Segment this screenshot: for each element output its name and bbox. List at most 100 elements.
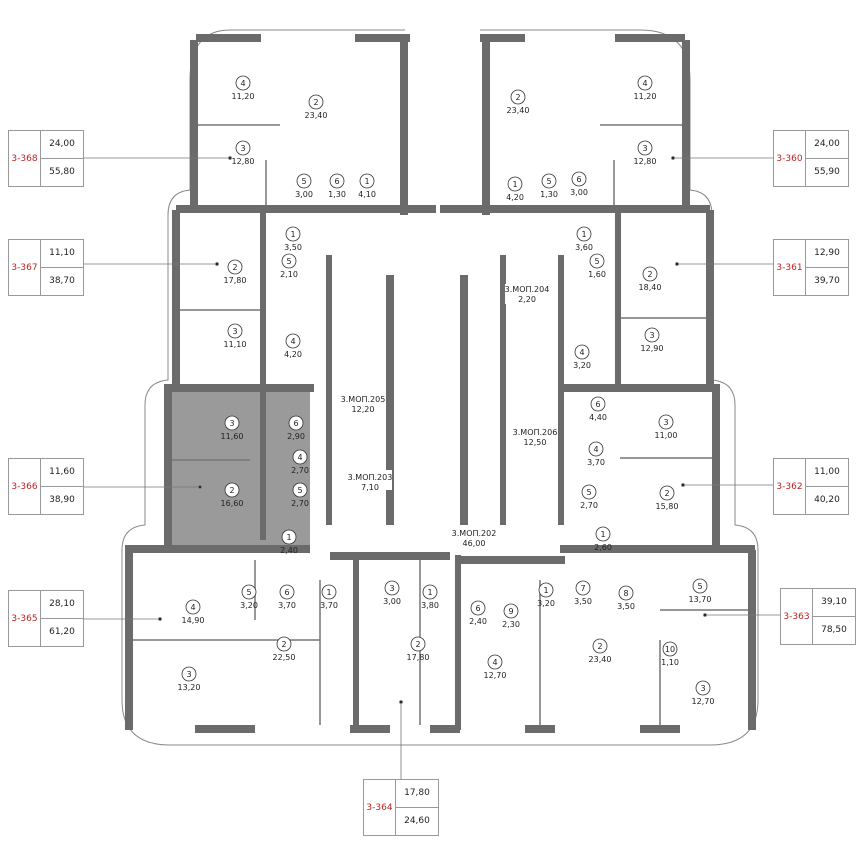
room-area: 2,70 — [291, 499, 309, 508]
room-area: 23,40 — [305, 111, 328, 120]
room-area: 11,20 — [232, 92, 255, 101]
room-area: 23,40 — [589, 655, 612, 664]
room-number-circle — [592, 638, 608, 654]
room-label: 73,50 — [574, 580, 592, 606]
room-number: 6 — [334, 177, 339, 186]
room-number: 4 — [190, 603, 195, 612]
room-label: 223,40 — [507, 89, 530, 115]
room-number: 1 — [364, 177, 369, 186]
room-area: 12,90 — [641, 344, 664, 353]
room-number: 2 — [229, 486, 234, 495]
room-label: 13,60 — [575, 226, 593, 252]
room-area: 4,40 — [589, 413, 607, 422]
room-number: 2 — [415, 640, 420, 649]
room-label: 223,40 — [305, 94, 328, 120]
room-label: 52,10 — [280, 253, 298, 279]
room-area: 3,20 — [573, 361, 591, 370]
room-label: 92,30 — [502, 603, 520, 629]
living-area: 24,00 — [41, 131, 83, 159]
room-label: 13,80 — [421, 584, 439, 610]
room-area: 12,70 — [484, 671, 507, 680]
room-number-circle — [185, 599, 201, 615]
room-number-circle — [510, 89, 526, 105]
room-number: 4 — [240, 79, 245, 88]
room-number-circle — [590, 396, 606, 412]
room-label: 52,70 — [580, 484, 598, 510]
room-label: 513,70 — [689, 578, 711, 604]
apartment-id: 3-361 — [774, 240, 806, 295]
room-area: 3,70 — [587, 458, 605, 467]
room-number-circle — [659, 485, 675, 501]
room-number: 7 — [580, 584, 585, 593]
room-number-circle — [359, 173, 375, 189]
svg-text:12,50: 12,50 — [524, 438, 547, 447]
room-label: 217,80 — [224, 259, 246, 285]
room-number: 4 — [642, 79, 647, 88]
room-area: 12,70 — [692, 697, 715, 706]
room-label: 218,40 — [639, 266, 662, 292]
room-area: 2,70 — [580, 501, 598, 510]
living-area: 11,60 — [41, 459, 83, 487]
room-number-circle — [541, 173, 557, 189]
apartment-id: 3-365 — [9, 591, 41, 646]
room-number: 2 — [232, 263, 237, 272]
room-number: 5 — [697, 582, 702, 591]
room-number-circle — [662, 641, 678, 657]
room-number: 6 — [595, 400, 600, 409]
room-area: 3,60 — [575, 243, 593, 252]
room-number-circle — [595, 526, 611, 542]
room-label: 414,90 — [182, 599, 205, 625]
room-number: 2 — [313, 98, 318, 107]
room-label: 101,10 — [661, 641, 679, 667]
room-label: 312,80 — [232, 140, 254, 166]
room-number-circle — [285, 333, 301, 349]
leader-lines — [84, 156, 780, 779]
room-label: 42,70 — [291, 449, 309, 475]
room-label: 62,40 — [469, 600, 487, 626]
room-label: 313,20 — [178, 666, 200, 692]
room-number-circle — [642, 266, 658, 282]
room-area: 2,40 — [469, 617, 487, 626]
room-area: 1,60 — [588, 270, 606, 279]
room-number-circle — [329, 173, 345, 189]
room-area: 18,40 — [639, 283, 662, 292]
room-number: 3 — [649, 331, 654, 340]
room-area: 2,90 — [287, 432, 305, 441]
room-label: 83,50 — [617, 585, 635, 611]
room-number: 5 — [246, 588, 251, 597]
room-area: 14,90 — [182, 616, 205, 625]
room-label: 312,80 — [634, 140, 656, 166]
room-number: 3 — [229, 419, 234, 428]
room-area: 4,20 — [284, 350, 302, 359]
total-area: 78,50 — [821, 625, 847, 636]
room-number-circle — [574, 344, 590, 360]
room-label: 53,20 — [240, 584, 258, 610]
room-area: 16,60 — [221, 499, 244, 508]
room-area: 3,70 — [278, 601, 296, 610]
highlighted-apartment-3-366[interactable] — [168, 392, 310, 545]
living-area: 11,00 — [806, 459, 848, 487]
apartment-id: 3-364 — [364, 780, 396, 835]
svg-text:3.МОП.205: 3.МОП.205 — [341, 395, 386, 404]
room-number: 1 — [290, 230, 295, 239]
room-label: 62,90 — [287, 415, 305, 441]
room-label: 12,60 — [594, 526, 612, 552]
room-label: 52,70 — [291, 482, 309, 508]
total-area: 38,70 — [49, 276, 75, 287]
room-number: 1 — [512, 180, 517, 189]
room-label: 13,20 — [537, 582, 555, 608]
room-area: 23,40 — [507, 106, 530, 115]
living-area: 17,80 — [396, 780, 438, 808]
svg-text:12,20: 12,20 — [352, 405, 375, 414]
